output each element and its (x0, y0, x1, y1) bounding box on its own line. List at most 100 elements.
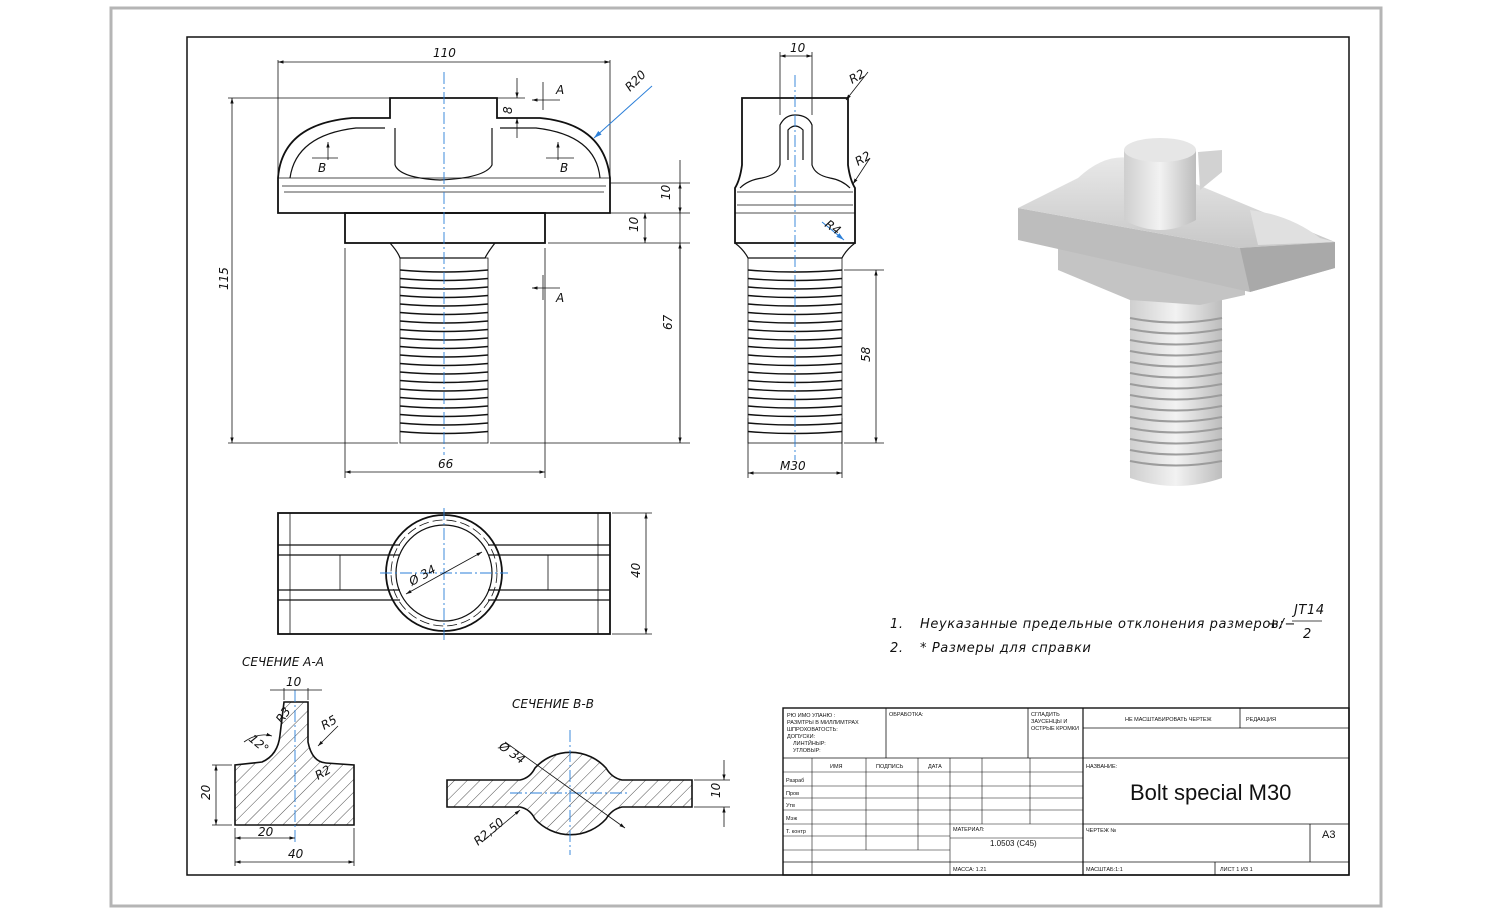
iso-thread-ridge (1129, 361, 1223, 368)
drawing-title: Bolt special M30 (1130, 780, 1291, 805)
aa-dim-r5: R5 (319, 712, 340, 732)
section-mark-b-left: B (318, 161, 326, 175)
section-bb: СЕЧЕНИЕ В-В Ø 34 R2,50 10 (446, 697, 730, 855)
tb-deburr-2: ЗАУСЕНЦЫ И (1031, 719, 1067, 725)
thread-line (399, 362, 489, 367)
side-dim-m30: M30 (780, 459, 806, 473)
tb-row-1: Разраб (786, 778, 804, 784)
iso-thread-ridge (1129, 383, 1223, 390)
side-dim-r2-mid: R2 (853, 148, 874, 168)
tb-tol-3: ШПРОХОВАТОСТЬ: (787, 727, 838, 733)
note-1-plusminus: +/− (1268, 617, 1296, 632)
tb-row-4: Мэж (786, 816, 797, 822)
dim-10-b: 10 (627, 216, 641, 232)
section-bb-title: СЕЧЕНИЕ В-В (512, 697, 594, 711)
dim-10-a: 10 (659, 184, 673, 200)
outer-frame (109, 6, 1383, 908)
inner-frame (186, 36, 1350, 876)
note-1-text: Неуказанные предельные отклонения размер… (920, 617, 1284, 632)
notes: 1. Неуказанные предельные отклонения раз… (890, 603, 1325, 656)
side-view: 10 58 M30 R2 R2 R4 (734, 41, 884, 478)
note-1-fraction-top: JT14 (1291, 603, 1325, 618)
dim-115: 115 (217, 267, 231, 290)
iso-thread-ridge (1129, 427, 1223, 434)
tb-scale: МАСШТАБ:1:1 (1086, 867, 1123, 873)
thread-line (399, 328, 489, 333)
thread-line (747, 430, 843, 435)
bb-dim-d34: Ø 34 (495, 738, 527, 766)
note-2-number: 2. (890, 641, 904, 656)
side-dim-r2-top: R2 (847, 66, 868, 86)
top-view: Ø 34 40 (277, 508, 652, 640)
side-dim-10: 10 (790, 41, 806, 55)
aa-dim-20-width: 20 (258, 825, 274, 839)
title-block (782, 707, 1350, 876)
thread-line (747, 311, 843, 316)
tb-row-3: Утв (786, 803, 795, 809)
side-dim-r4: R4 (822, 217, 843, 238)
title-block-text: РЮ ИМО УЛАНЮ : РАЗМТРЫ В МИЛЛИМТРАХ ШПРО… (786, 712, 1335, 873)
isometric-view (1018, 138, 1335, 486)
section-mark-a-bottom: A (555, 291, 564, 305)
tb-col-date: ДАТА (928, 764, 942, 770)
dim-67: 67 (661, 314, 675, 330)
iso-thread-ridge (1129, 405, 1223, 412)
dim-r20: R20 (622, 67, 649, 94)
tb-tol-1: РЮ ИМО УЛАНЮ : (787, 713, 836, 719)
thread-line (747, 371, 843, 375)
dim-110: 110 (433, 46, 456, 60)
thread-line (399, 388, 489, 392)
dim-8: 8 (501, 106, 515, 114)
tb-col-sign: ПОДПИСЬ (876, 764, 904, 770)
iso-thread-ridge (1129, 350, 1223, 357)
tb-tol-6: УГЛОВЫР: (793, 748, 821, 754)
note-1-number: 1. (890, 617, 904, 632)
iso-thread-ridge (1129, 372, 1223, 379)
tb-tol-4: ДОПУСКИ: (787, 734, 816, 740)
thread-line (399, 422, 489, 426)
section-mark-b-right: B (560, 161, 568, 175)
aa-dim-40: 40 (288, 847, 304, 861)
tb-deburr-3: ОСТРЫЕ КРОМКИ (1031, 726, 1079, 732)
section-aa: СЕЧЕНИЕ А-А 10 20 20 40 R5 R2 R3 12° (199, 655, 355, 866)
tb-row-2: Пров (786, 791, 799, 797)
iso-thread-ridge (1129, 449, 1223, 456)
iso-thread-ridge (1129, 416, 1223, 423)
note-1-fraction-bottom: 2 (1303, 627, 1312, 642)
thread-line (747, 286, 843, 290)
tb-noscale: НЕ МАСШТАБИРОВАТЬ ЧЕРТЕЖ (1125, 717, 1212, 723)
side-dim-58: 58 (859, 346, 873, 362)
tb-tol-5: ЛИНТЙНЫР: (793, 739, 826, 747)
iso-thread-ridge (1129, 394, 1223, 401)
front-view: 110 115 66 10 10 67 8 R20 A A (217, 46, 690, 478)
aa-dim-10: 10 (286, 675, 302, 689)
tb-sheet: ЛИСТ 1 ИЗ 1 (1220, 867, 1253, 873)
note-2-text: * Размеры для справки (920, 641, 1091, 656)
dim-66: 66 (438, 457, 454, 471)
tb-material-label: МАТЕРИАЛ: (953, 827, 985, 833)
bb-dim-r250: R2,50 (471, 815, 507, 848)
tb-material: 1.0503 (C45) (990, 839, 1037, 848)
iso-thread-ridge (1129, 317, 1223, 324)
tb-name-label: НАЗВАНИЕ: (1086, 764, 1118, 770)
thread-line (747, 405, 843, 409)
iso-thread-ridge (1129, 328, 1223, 335)
top-dim-40: 40 (629, 562, 643, 578)
thread-line (747, 345, 843, 350)
tb-drawing-no: ЧЕРТЕЖ № (1086, 828, 1116, 834)
tb-deburr-1: СГЛАДИТЬ (1031, 712, 1060, 718)
aa-dim-20-height: 20 (199, 784, 213, 800)
thread-line (399, 269, 489, 273)
iso-thread-ridge (1129, 460, 1223, 467)
tb-row-5: Т. контр (786, 829, 806, 835)
tb-tol-2: РАЗМТРЫ В МИЛЛИМТРАХ (787, 720, 859, 726)
tb-finish: ОБРАБОТКА: (889, 712, 924, 718)
thread-line (399, 303, 489, 307)
section-mark-a-top: A (555, 83, 564, 97)
aa-dim-r2: R2 (313, 762, 334, 782)
iso-thread-ridge (1129, 339, 1223, 346)
tb-revision: РЕДАКЦИЯ (1246, 717, 1276, 723)
bb-dim-10: 10 (709, 782, 723, 798)
tb-size: A3 (1322, 829, 1335, 841)
